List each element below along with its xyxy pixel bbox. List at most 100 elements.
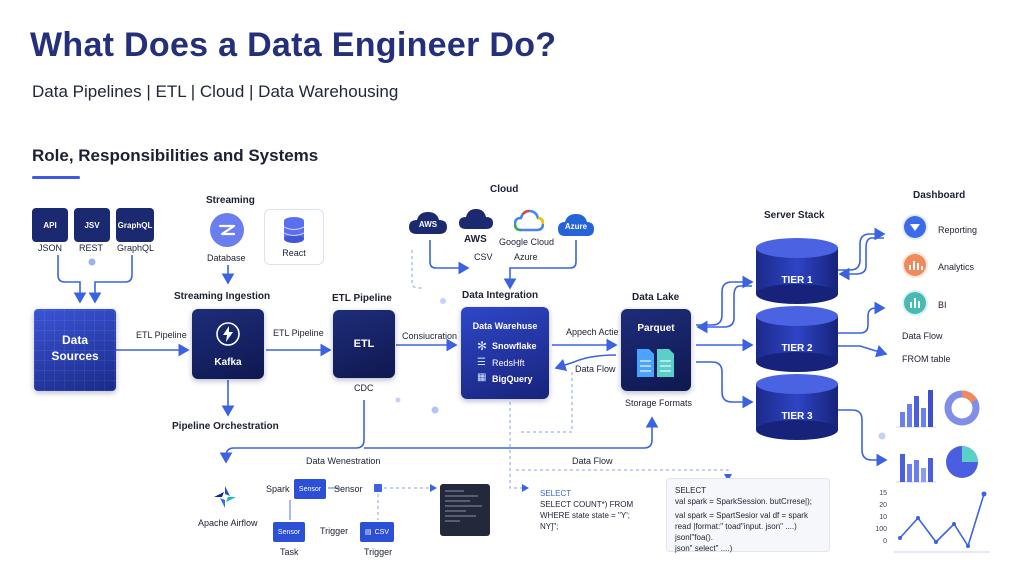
streaming-database-icon: [210, 213, 244, 247]
data-sources-box[interactable]: Data Sources: [34, 309, 116, 391]
task-label: Task: [280, 547, 299, 557]
dashboard-header: Dashboard: [913, 190, 966, 201]
sensor-box[interactable]: Sensor: [294, 479, 326, 499]
orchestration-bus: [219, 400, 365, 464]
line-tick-5: 0: [883, 538, 887, 545]
cdc-label: CDC: [354, 383, 374, 393]
arrow-azure-to-integration: [503, 240, 577, 290]
etl-box-label: ETL: [353, 338, 375, 350]
edge-label-consiucration: Consiucration: [402, 331, 458, 341]
dashed-dataflow: [516, 469, 732, 481]
tier1-label: TIER 1: [781, 275, 813, 286]
tier1-cylinder: [756, 238, 838, 304]
reporting-icon: [902, 214, 928, 240]
redshift-icon: ☰: [477, 357, 486, 368]
sensor-label: Sensor: [334, 484, 363, 494]
etl-box[interactable]: ETL: [333, 310, 395, 378]
sql-line-4: NY]";: [540, 522, 559, 531]
bigquery-icon: ▦: [477, 372, 487, 383]
arrow-lake-to-tier3: [696, 361, 754, 409]
data-sources-line2: Sources: [51, 349, 99, 363]
dashed-cloud-bracket: [411, 250, 424, 289]
arrow-aws-to-csv: [429, 240, 470, 275]
line-chart-ticks: 15 20 10 100 0: [873, 488, 887, 548]
sql-line-2: SELECT COUNT*) FROM: [540, 500, 634, 509]
dashed-warehouse-down: [509, 402, 529, 492]
aws-cloud-icon-2: [458, 206, 494, 232]
spark-line-6: json" select" ....): [675, 544, 733, 553]
database-label: Database: [207, 253, 246, 263]
arrow-graphql-to-sources: [88, 255, 133, 304]
aws-tag: AWS: [418, 220, 438, 229]
react-label: React: [282, 248, 306, 258]
airflow-icon: [212, 484, 238, 510]
bi-icon: [902, 290, 928, 316]
pipeline-orchestration-header: Pipeline Orchestration: [172, 421, 279, 432]
kafka-box[interactable]: Kafka: [192, 309, 264, 379]
dashed-lake-loop: [520, 372, 573, 433]
tier2-label: TIER 2: [781, 343, 813, 354]
mini-bar-chart-1: [896, 390, 980, 428]
csv-box[interactable]: ▤ CSV: [360, 522, 394, 542]
parquet-label: Parquet: [637, 323, 675, 334]
edge-label-appech: Appech Actie: [566, 327, 619, 337]
spark-line-4: read |format:" toad"input. json" ....): [675, 522, 797, 531]
section-heading: Role, Responsibilities and Systems: [32, 146, 319, 165]
edge-label-data-flow-2: Data Flow: [572, 456, 613, 466]
db-cylinder-icon: [283, 217, 305, 243]
bolt-icon: [216, 322, 240, 346]
tier2-cylinder: [756, 306, 838, 372]
section-underline: [32, 176, 80, 179]
streaming-header: Streaming: [206, 195, 255, 206]
trigger-bottom-label: Trigger: [364, 547, 393, 557]
line-tick-2: 20: [879, 502, 887, 509]
sql-panel: SELECT SELECT COUNT*) FROM WHERE state s…: [532, 482, 654, 542]
spark-code-panel: SELECT val spark = SparkSession. butCrre…: [666, 478, 830, 553]
edge-label-etl-pipeline-1: ETL Pipeline: [136, 330, 187, 340]
sql-line-1: SELECT: [540, 489, 572, 498]
mini-bar-chart-2: [896, 446, 978, 483]
mini-line-chart: [894, 491, 990, 553]
azure-tag: Azure: [564, 222, 588, 231]
etl-header: ETL Pipeline: [332, 293, 392, 304]
dashboard-data-flow-label: Data Flow: [902, 331, 943, 341]
apache-airflow-label: Apache Airflow: [198, 518, 258, 528]
spark-line-3: val spark = SpartSesior val df = spark: [675, 511, 808, 520]
arrow-tier2-to-bi: [838, 301, 886, 334]
aws-label: AWS: [464, 234, 487, 245]
graphql-tag: GraphQL: [116, 208, 154, 242]
google-cloud-icon: [513, 208, 545, 234]
csv-box-label: CSV: [374, 528, 390, 536]
line-tick-4: 100: [875, 526, 887, 533]
bi-label: BI: [938, 300, 947, 310]
arrow-tier2-to-fromtable: [838, 345, 888, 358]
server-stack-header: Server Stack: [764, 210, 825, 221]
data-warehouse-box[interactable]: Data Warehuse ✻ Snowflake ☰ RedsHft ▦ Bi…: [461, 307, 549, 399]
spark-line-5: jsonl"foa().: [675, 533, 713, 542]
from-table-label: FROM table: [902, 354, 951, 364]
graphql-label: GraphQL: [117, 243, 155, 253]
bigquery-label: BigQuery: [492, 374, 533, 384]
azure-cloud-icon: Azure: [556, 210, 596, 240]
data-sources-line1: Data: [61, 333, 88, 347]
terminal-thumbnail: [440, 484, 490, 536]
line-tick-3: 10: [879, 514, 887, 521]
trigger-mid-label: Trigger: [320, 526, 349, 536]
file-stack-icon: [637, 349, 674, 377]
parquet-box[interactable]: Parquet: [621, 309, 691, 391]
arrow-reporting-to-tier1: [838, 237, 884, 281]
spark-line-2: val spark = SparkSession. butCrrese|);: [675, 497, 813, 506]
api-label: JSON: [38, 243, 63, 253]
tier3-cylinder: [756, 374, 838, 440]
edge-label-etl-pipeline-2: ETL Pipeline: [273, 328, 324, 338]
reporting-label: Reporting: [938, 225, 978, 235]
data-integration-header: Data Integration: [462, 290, 539, 301]
data-lake-header: Data Lake: [632, 292, 680, 303]
spark-line-1: SELECT: [675, 486, 707, 495]
arrow-lake-to-tier1: [696, 275, 754, 326]
line-tick-1: 15: [879, 490, 887, 497]
sensor-task-box[interactable]: Sensor: [273, 522, 305, 542]
react-card: React: [264, 209, 324, 265]
arrow-tier1-to-lake: [696, 285, 752, 334]
